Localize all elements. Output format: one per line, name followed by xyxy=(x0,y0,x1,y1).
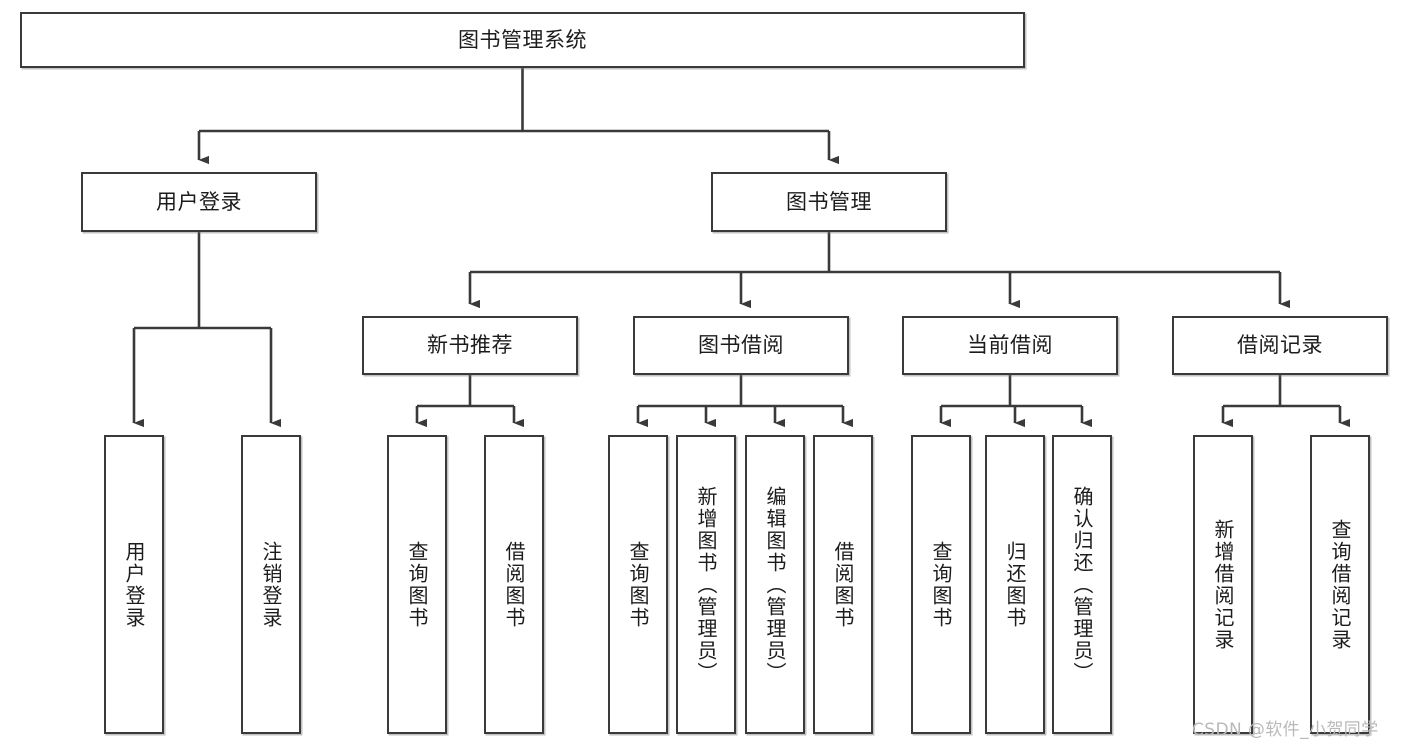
node-user-login[interactable]: 用户登录 xyxy=(81,172,317,232)
node-leaf-query-borrow-record-label: 查询借阅记录 xyxy=(1328,518,1352,651)
node-leaf-query-borrow-record[interactable]: 查询借阅记录 xyxy=(1310,435,1370,734)
edges-root-to-level2 xyxy=(197,68,839,165)
node-leaf-edit-book-admin-label: 编辑图书（管理员） xyxy=(763,485,787,684)
node-book-manage[interactable]: 图书管理 xyxy=(711,172,947,232)
node-borrow-record[interactable]: 借阅记录 xyxy=(1172,316,1388,375)
edges-bookmanage-to-level3 xyxy=(468,232,1290,309)
node-current-borrow[interactable]: 当前借阅 xyxy=(902,316,1118,375)
node-current-borrow-label: 当前借阅 xyxy=(967,333,1053,358)
node-leaf-borrow-book[interactable]: 借阅图书 xyxy=(813,435,873,734)
node-leaf-edit-book-admin[interactable]: 编辑图书（管理员） xyxy=(745,435,805,734)
csdn-watermark: CSDN @软件_小贺同学 xyxy=(1192,720,1379,740)
node-leaf-query-book-borrow[interactable]: 查询图书 xyxy=(608,435,668,734)
node-leaf-borrow-book-recommend[interactable]: 借阅图书 xyxy=(484,435,544,734)
node-leaf-add-borrow-record-label: 新增借阅记录 xyxy=(1211,518,1235,651)
node-leaf-query-book-recommend[interactable]: 查询图书 xyxy=(387,435,447,734)
node-leaf-return-book[interactable]: 归还图书 xyxy=(985,435,1045,734)
node-leaf-query-book-borrow-label: 查询图书 xyxy=(626,540,650,629)
node-leaf-add-book-admin-label: 新增图书（管理员） xyxy=(694,485,718,684)
node-leaf-borrow-book-recommend-label: 借阅图书 xyxy=(502,540,526,629)
node-leaf-add-book-admin[interactable]: 新增图书（管理员） xyxy=(676,435,736,734)
node-new-book-recommend[interactable]: 新书推荐 xyxy=(362,316,578,375)
node-leaf-confirm-return-admin-label: 确认归还（管理员） xyxy=(1070,485,1094,684)
node-leaf-confirm-return-admin[interactable]: 确认归还（管理员） xyxy=(1052,435,1112,734)
node-root-system[interactable]: 图书管理系统 xyxy=(20,12,1025,68)
node-user-login-label: 用户登录 xyxy=(156,189,242,214)
node-new-book-recommend-label: 新书推荐 xyxy=(427,333,513,358)
node-leaf-user-logout-label: 注销登录 xyxy=(259,540,283,629)
node-leaf-add-borrow-record[interactable]: 新增借阅记录 xyxy=(1193,435,1253,734)
node-leaf-query-book-current[interactable]: 查询图书 xyxy=(911,435,971,734)
edges-newbook-to-leaves xyxy=(415,375,524,428)
node-book-manage-label: 图书管理 xyxy=(786,189,872,214)
edges-currentborrow-to-leaves xyxy=(939,375,1092,428)
node-leaf-query-book-current-label: 查询图书 xyxy=(929,540,953,629)
node-root-system-label: 图书管理系统 xyxy=(458,27,587,52)
node-leaf-user-logout[interactable]: 注销登录 xyxy=(241,435,301,734)
edges-bookborrow-to-leaves xyxy=(636,375,853,428)
node-leaf-user-login[interactable]: 用户登录 xyxy=(104,435,164,734)
node-leaf-return-book-label: 归还图书 xyxy=(1003,540,1027,629)
node-leaf-borrow-book-label: 借阅图书 xyxy=(831,540,855,629)
node-book-borrow-label: 图书借阅 xyxy=(698,333,784,358)
edges-borrowrecord-to-leaves xyxy=(1221,375,1350,428)
node-leaf-user-login-label: 用户登录 xyxy=(122,540,146,629)
node-book-borrow[interactable]: 图书借阅 xyxy=(633,316,849,375)
node-leaf-query-book-recommend-label: 查询图书 xyxy=(405,540,429,629)
edges-userlogin-to-leaves xyxy=(132,232,281,428)
node-borrow-record-label: 借阅记录 xyxy=(1237,333,1323,358)
